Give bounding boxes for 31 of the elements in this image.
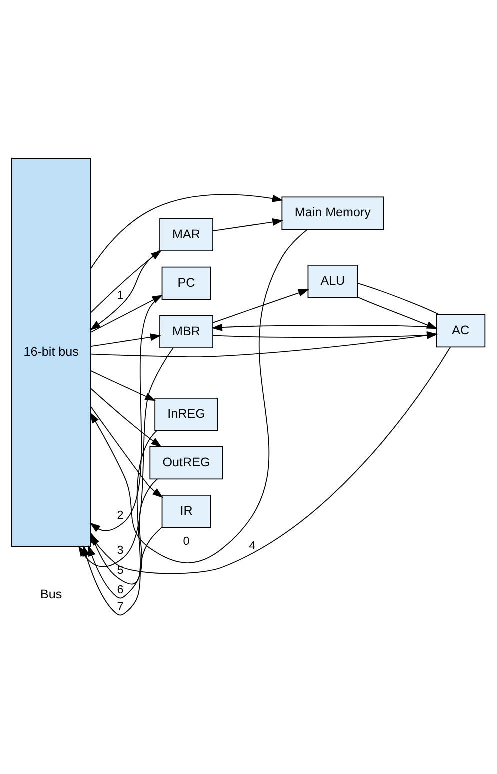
arrow [212, 289, 310, 324]
arrow [90, 334, 162, 348]
node-box: InREG [154, 398, 218, 432]
arrow [212, 324, 438, 332]
arrow [90, 194, 284, 270]
node-box: MBR [160, 315, 214, 349]
edge-label: 7 [117, 600, 124, 614]
arrow [90, 332, 438, 358]
edge-label: 2 [117, 509, 124, 522]
node-box: PC [162, 266, 212, 300]
edge-label: 1 [117, 289, 124, 302]
arrow [212, 332, 438, 340]
arrow [90, 406, 164, 498]
node-box: MAR [160, 218, 214, 252]
arrow [90, 250, 160, 330]
arrow [90, 388, 162, 448]
edge-label: 6 [117, 584, 124, 597]
node-box: AC [436, 314, 486, 348]
connector [357, 282, 440, 316]
node-label: Bus [40, 587, 62, 602]
node-box: OutREG [150, 446, 224, 480]
node-box: Main Memory [282, 196, 384, 230]
node-box: 16-bit bus [11, 158, 92, 548]
edge-label: 0 [183, 535, 190, 548]
edge-label: 3 [117, 544, 124, 558]
node-box: IR [162, 494, 212, 528]
node-box: ALU [308, 265, 358, 298]
arrow [212, 218, 284, 232]
edge-label: 5 [117, 564, 124, 577]
arrow [82, 527, 163, 616]
edge-label: 4 [249, 540, 256, 553]
